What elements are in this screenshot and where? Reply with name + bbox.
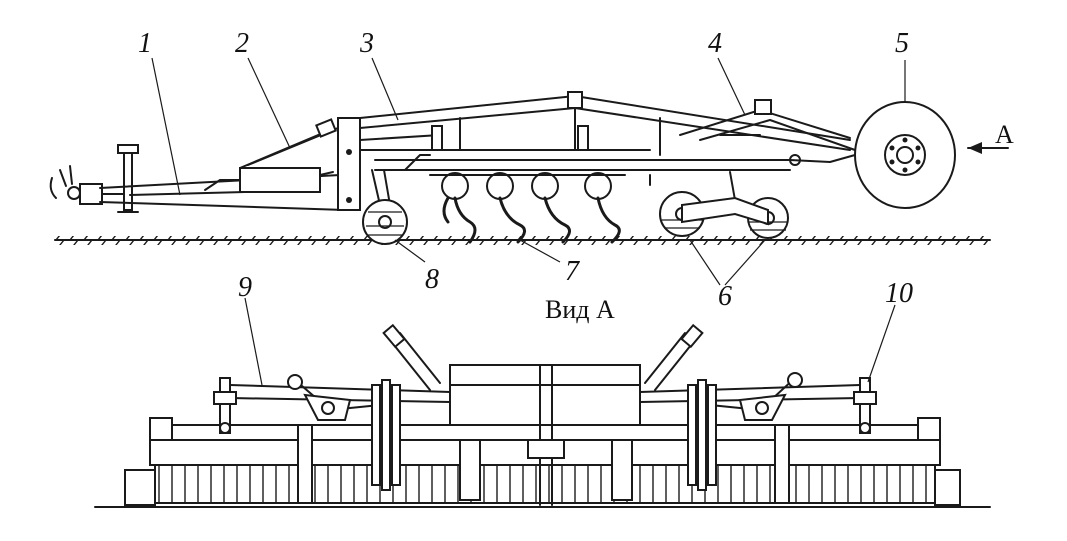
hitch <box>49 144 139 213</box>
label-2: 2 <box>235 28 249 59</box>
leader-10 <box>867 304 896 383</box>
main-housing <box>124 417 961 506</box>
rear-linkage <box>679 99 856 166</box>
hydraulic-link <box>239 117 361 211</box>
label-10: 10 <box>885 278 913 309</box>
view-arrow <box>967 142 1009 154</box>
disc-stack-right <box>687 379 717 491</box>
label-arrow-a: A <box>995 120 1014 149</box>
view-a: Вид А <box>94 272 991 508</box>
label-6: 6 <box>718 281 732 312</box>
central-frame <box>449 364 641 506</box>
label-5: 5 <box>895 28 909 59</box>
tine <box>486 172 526 244</box>
rear-rollers <box>649 171 789 239</box>
label-9: 9 <box>238 272 252 303</box>
top-frame <box>359 91 851 171</box>
leader-9 <box>244 297 263 386</box>
ground-line <box>54 236 991 245</box>
side-view: 1 2 3 4 5 A 8 7 6 <box>49 28 1014 312</box>
tines-row <box>429 172 626 244</box>
label-7: 7 <box>565 256 580 287</box>
disc-stack-left <box>371 379 401 491</box>
right-struts <box>639 323 861 421</box>
label-3: 3 <box>359 28 374 59</box>
label-1: 1 <box>138 28 152 59</box>
leader-lines <box>151 57 906 286</box>
label-8: 8 <box>425 264 439 295</box>
support-wheel <box>854 101 956 209</box>
tine <box>531 172 571 244</box>
tine <box>584 172 621 244</box>
drawbar-frame <box>99 167 346 211</box>
left-struts <box>229 323 451 421</box>
label-4: 4 <box>708 28 722 59</box>
side-legs <box>213 377 877 504</box>
tine <box>441 172 477 244</box>
view-a-title: Вид А <box>545 295 615 324</box>
front-roller <box>362 169 408 245</box>
